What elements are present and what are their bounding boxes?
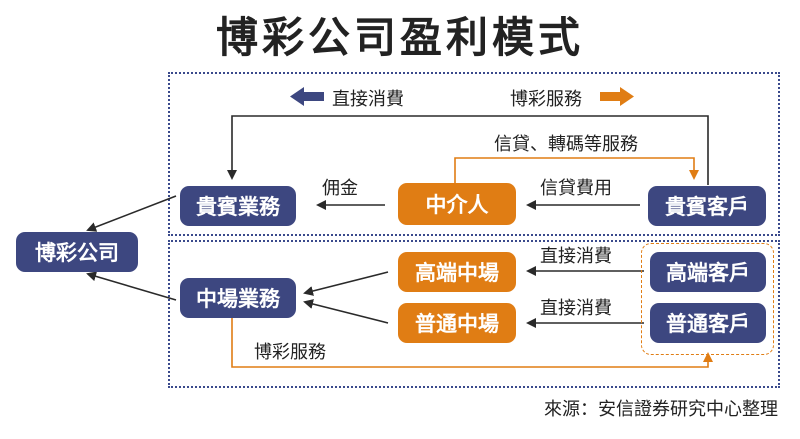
legend-direct-consumption: 直接消費	[332, 89, 404, 110]
mass-panel	[168, 240, 780, 388]
vip-business-box: 貴賓業務	[180, 186, 296, 226]
page-title: 博彩公司盈利模式	[215, 13, 584, 62]
credit-services-line	[454, 157, 699, 183]
customer-group-outline	[641, 243, 774, 355]
credit-services-label: 信貸、轉碼等服務	[494, 134, 638, 155]
mass-to-casino-arrow	[86, 271, 177, 301]
mass-gaming-service-line	[231, 318, 713, 368]
high-end-customer-box: 高端客戶	[650, 252, 766, 292]
legend-left-arrow	[290, 87, 324, 106]
regular-customer-box: 普通客戶	[650, 303, 766, 343]
intermediary-box: 中介人	[398, 183, 516, 225]
vip-panel	[168, 72, 780, 236]
mass-business-box: 中場業務	[180, 278, 296, 318]
casino-box: 博彩公司	[16, 232, 138, 272]
regular-to-mass-arrow	[303, 299, 389, 324]
high-end-mass-box: 高端中場	[398, 252, 516, 292]
direct-consumption-label-1: 直接消費	[540, 246, 612, 267]
credit-fee-label: 信貸費用	[540, 178, 612, 199]
commission-label: 佣金	[322, 178, 358, 199]
legend-right-arrow	[600, 87, 634, 106]
regular-mass-box: 普通中場	[398, 303, 516, 343]
source-note: 來源：安信證券研究中心整理	[544, 399, 778, 420]
vip-customer-box: 貴賓客戶	[648, 186, 766, 226]
vip-direct-consumption-line	[227, 115, 709, 185]
vip-to-casino-arrow	[86, 195, 177, 232]
gaming-service-label: 博彩服務	[254, 342, 326, 363]
high-end-to-mass-arrow	[303, 271, 389, 296]
direct-consumption-label-2: 直接消費	[540, 298, 612, 319]
legend-gaming-service: 博彩服務	[510, 89, 582, 110]
